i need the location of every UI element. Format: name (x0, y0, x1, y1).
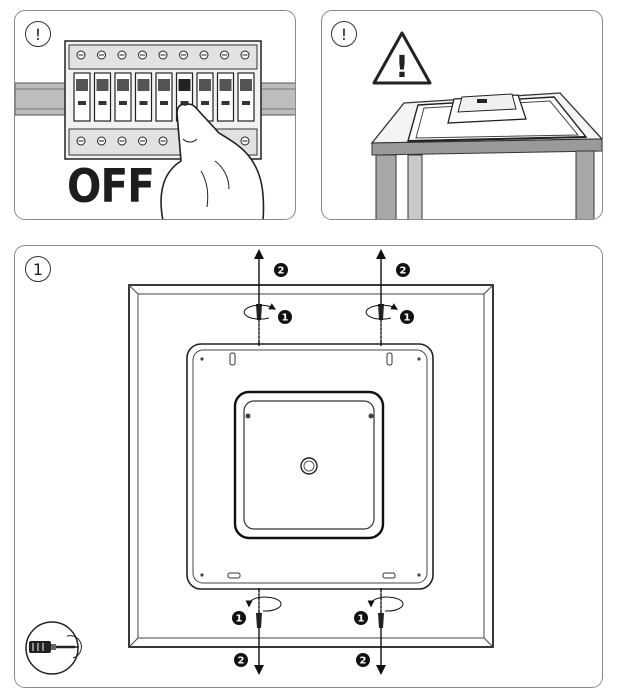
finger-crease (182, 138, 198, 143)
warning-badge: ! (331, 21, 357, 47)
table-leg (375, 154, 397, 219)
plate-hole (200, 573, 204, 577)
breaker-pole (134, 50, 153, 146)
svg-text:1: 1 (236, 614, 243, 625)
pointing-hand (160, 103, 265, 219)
svg-text:2: 2 (400, 266, 407, 277)
step-marker: 2 (234, 653, 248, 667)
frame-inner (137, 293, 485, 639)
hand-knuckle (214, 160, 230, 190)
breaker-pole (93, 50, 112, 146)
rotate-arrow-icon (365, 303, 399, 320)
breaker-modules (73, 50, 255, 146)
plate-hole (417, 573, 421, 577)
svg-text:1: 1 (404, 313, 411, 324)
box-screw (368, 413, 374, 419)
plate-hole (200, 357, 204, 361)
warning-triangle-icon (372, 31, 432, 85)
finger-illustration (160, 103, 265, 219)
screw-removal-group: 12 (232, 588, 282, 675)
mounting-plate-inner (192, 349, 428, 584)
step-marker: 2 (356, 653, 370, 667)
screw-icon (378, 304, 384, 320)
frame-corner (483, 284, 494, 295)
panel-shadow (407, 136, 587, 142)
panel-driver-label (477, 99, 487, 103)
table-leg (575, 150, 595, 219)
frame-corner (128, 284, 139, 295)
breaker-illustration (15, 40, 295, 160)
table-illustration: ! (370, 31, 602, 219)
plate-hole (417, 357, 421, 361)
breaker-pole (114, 50, 132, 146)
step-marker: 1 (354, 611, 368, 625)
rotate-arrow-icon (245, 596, 282, 612)
breaker-pole (73, 50, 91, 146)
screw-icon (256, 304, 262, 320)
screw-removal-group: 12 (354, 588, 404, 675)
step-number-text: 1 (32, 259, 44, 279)
warning-triangle-mark: ! (395, 50, 409, 85)
screw-removal-group: 21 (243, 249, 292, 346)
warning-badge-text: ! (340, 24, 348, 44)
keyhole-slot (386, 352, 393, 366)
rotate-arrow-icon (367, 596, 404, 612)
box-screw (245, 413, 251, 419)
step-marker: 2 (274, 263, 288, 277)
frame-corner (128, 637, 139, 648)
center-hole (300, 457, 318, 475)
svg-text:2: 2 (360, 656, 367, 667)
keyhole-slot (382, 572, 396, 579)
step-marker: 1 (400, 310, 414, 324)
warning-badge-text: ! (34, 24, 42, 44)
breaker-off-panel: ! OFF (14, 10, 296, 220)
tabletop-edge (371, 138, 602, 156)
screw-removal-group: 21 (365, 249, 414, 346)
off-label: OFF (67, 159, 155, 213)
keyhole-slot (227, 572, 241, 579)
step-marker: 1 (278, 310, 292, 324)
center-hole-inner (303, 460, 315, 472)
svg-text:2: 2 (278, 266, 285, 277)
hand-knuckle (200, 170, 209, 208)
step-marker: 1 (232, 611, 246, 625)
screwdriver-icon (25, 621, 82, 675)
svg-text:1: 1 (358, 614, 365, 625)
step-number-badge: 1 (25, 256, 51, 282)
screw-icon (256, 613, 262, 628)
driver-box-inner (243, 400, 375, 530)
breaker-pole (155, 50, 173, 146)
svg-text:2: 2 (238, 656, 245, 667)
keyhole-slot (229, 352, 236, 366)
breaker-pole (237, 50, 255, 146)
warning-badge: ! (25, 21, 51, 47)
table-warning-panel: ! ! (321, 10, 603, 220)
frame-corner (483, 637, 494, 648)
table-leg (407, 154, 423, 219)
screw-icon (378, 613, 384, 628)
step-marker: 2 (396, 263, 410, 277)
svg-text:1: 1 (282, 313, 289, 324)
rotate-arrow-icon (243, 303, 277, 320)
